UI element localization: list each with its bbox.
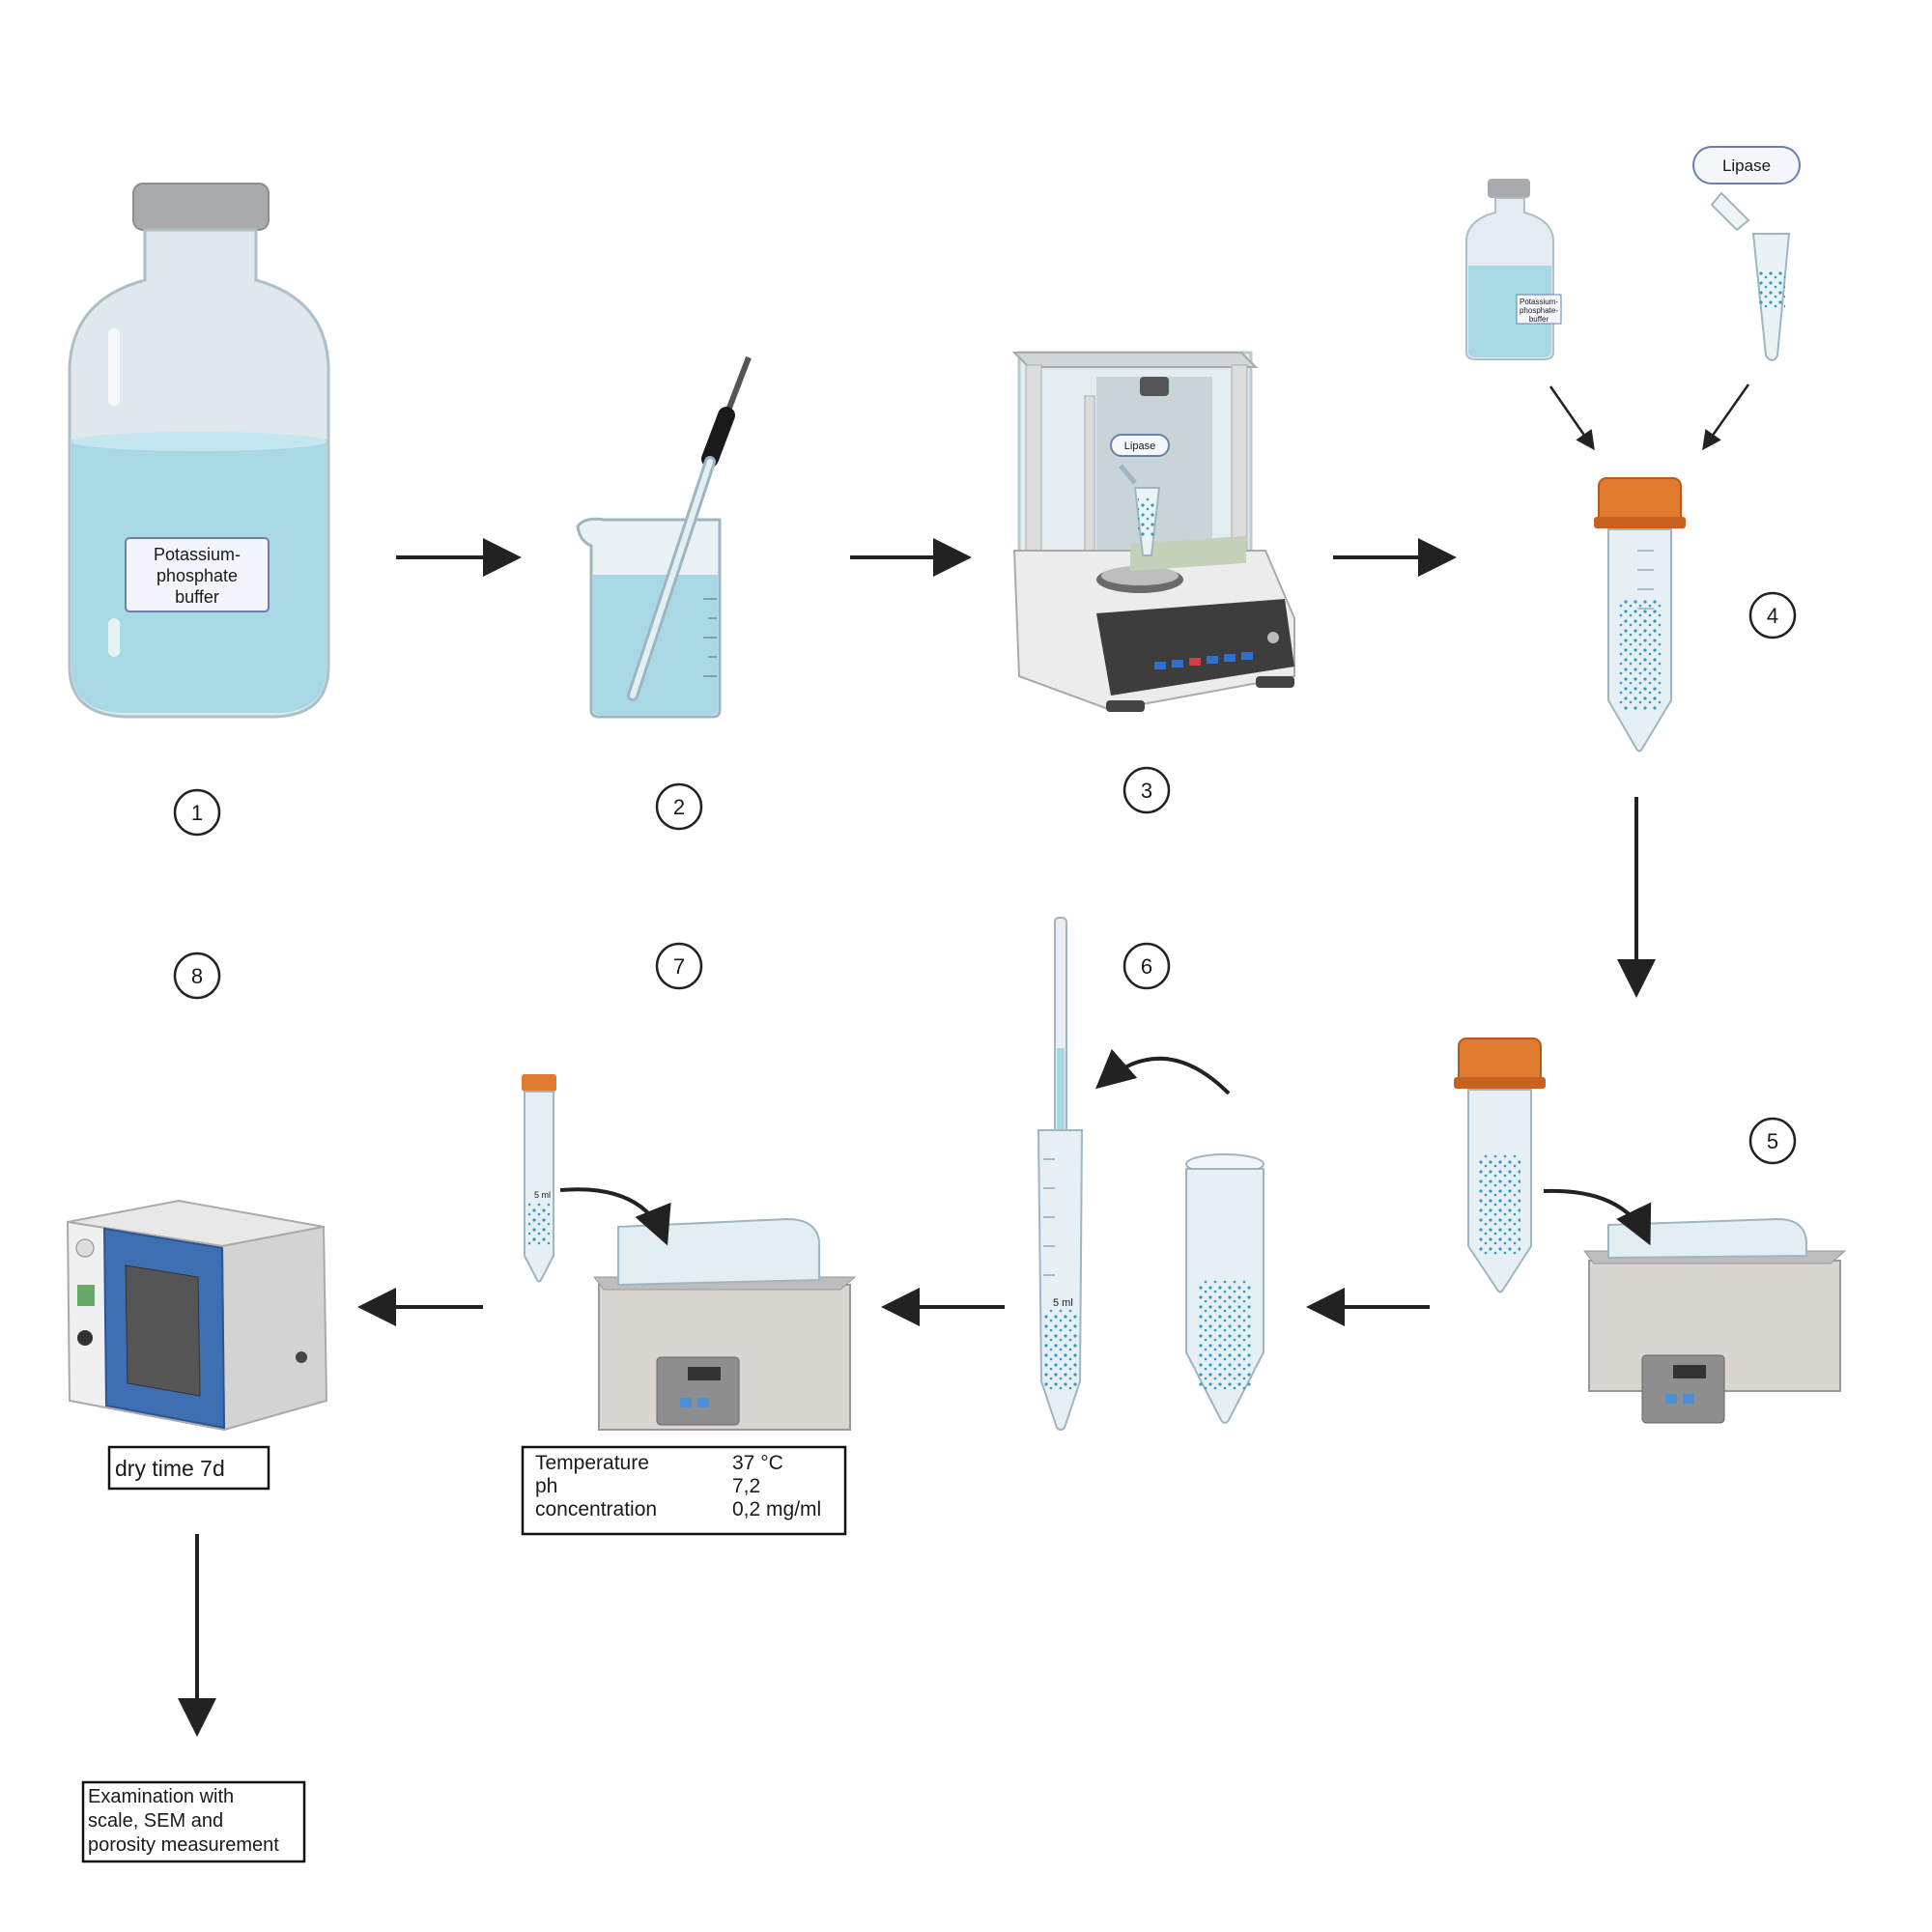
falcon-tube-step4 <box>1594 477 1686 753</box>
arrows <box>178 384 1750 1737</box>
small-bottle-label-2: phosphate- <box>1520 306 1558 315</box>
step-8-badge: 8 <box>173 952 221 1000</box>
step-5-badge: 5 <box>1748 1117 1797 1165</box>
dry-time-box: dry time 7d <box>107 1445 270 1491</box>
conditions-box: Temperature 37 °C ph 7,2 concentration 0… <box>521 1445 847 1536</box>
buffer-bottle: Potassium- phosphate buffer <box>68 183 330 719</box>
arrow-tube-to-bath-7 <box>559 1187 671 1246</box>
arrow-bottle-to-falcon <box>1548 385 1595 451</box>
svg-text:7: 7 <box>673 954 685 979</box>
examination-line-3: porosity measurement <box>88 1834 279 1856</box>
condition-name-ph: ph <box>535 1475 557 1497</box>
condition-value-concentration: 0,2 mg/ml <box>732 1498 821 1520</box>
arrow-tube-to-pipette <box>1094 1048 1231 1095</box>
arrow-lipase-to-falcon <box>1702 384 1750 451</box>
condition-name-temperature: Temperature <box>535 1452 649 1474</box>
svg-text:1: 1 <box>191 801 203 825</box>
water-bath-step5 <box>1582 1217 1847 1424</box>
open-falcon-tube <box>1185 1153 1264 1424</box>
svg-text:5: 5 <box>1767 1129 1778 1153</box>
svg-text:4: 4 <box>1767 604 1778 628</box>
small-bottle-label-3: buffer <box>1529 315 1549 324</box>
arrow-tube-to-bath-5 <box>1543 1188 1652 1246</box>
condition-name-concentration: concentration <box>535 1498 657 1520</box>
svg-text:8: 8 <box>191 964 203 988</box>
examination-line-1: Examination with <box>88 1786 234 1807</box>
examination-line-2: scale, SEM and <box>88 1810 223 1832</box>
falcon-tube-step5 <box>1454 1037 1546 1293</box>
pipette-volume-mark: 5 ml <box>1053 1297 1073 1309</box>
small-buffer-bottle: Potassium- phosphate- buffer <box>1465 179 1562 360</box>
step-7-badge: 7 <box>655 942 703 990</box>
small-bottle-label-1: Potassium- <box>1520 298 1558 306</box>
step-4-badge: 4 <box>1748 591 1797 639</box>
bottle-label-line-1: Potassium- <box>154 545 241 564</box>
examination-box: Examination with scale, SEM and porosity… <box>81 1780 306 1863</box>
condition-value-ph: 7,2 <box>732 1475 760 1497</box>
dry-time-text: dry time 7d <box>115 1456 225 1481</box>
svg-text:2: 2 <box>673 795 685 819</box>
condition-value-temperature: 37 °C <box>732 1452 783 1474</box>
lipase-tube: Lipase <box>1692 146 1801 361</box>
step-1-badge: 1 <box>173 788 221 837</box>
step-numbers: 1 2 3 4 5 6 7 8 <box>173 591 1797 1165</box>
bottle-label <box>125 537 270 612</box>
drying-oven <box>66 1199 328 1432</box>
svg-text:3: 3 <box>1141 779 1152 803</box>
bottle-label-line-2: phosphate <box>156 566 238 585</box>
bottle-label-line-3: buffer <box>175 587 219 607</box>
small-tube-volume-mark: 5 ml <box>534 1190 551 1200</box>
small-falcon-tube: 5 ml <box>522 1074 556 1283</box>
svg-text:6: 6 <box>1141 954 1152 979</box>
pipette-tube: 5 ml <box>1037 917 1084 1431</box>
step-2-badge: 2 <box>655 782 703 831</box>
analytical-balance: Lipase <box>1011 351 1295 712</box>
balance-lipase-tag: Lipase <box>1124 440 1155 452</box>
step-3-badge: 3 <box>1122 766 1171 814</box>
beaker-ph-electrode <box>576 355 752 719</box>
lipase-tag: Lipase <box>1722 156 1771 175</box>
step-6-badge: 6 <box>1122 942 1171 990</box>
water-bath-step7 <box>592 1217 857 1431</box>
